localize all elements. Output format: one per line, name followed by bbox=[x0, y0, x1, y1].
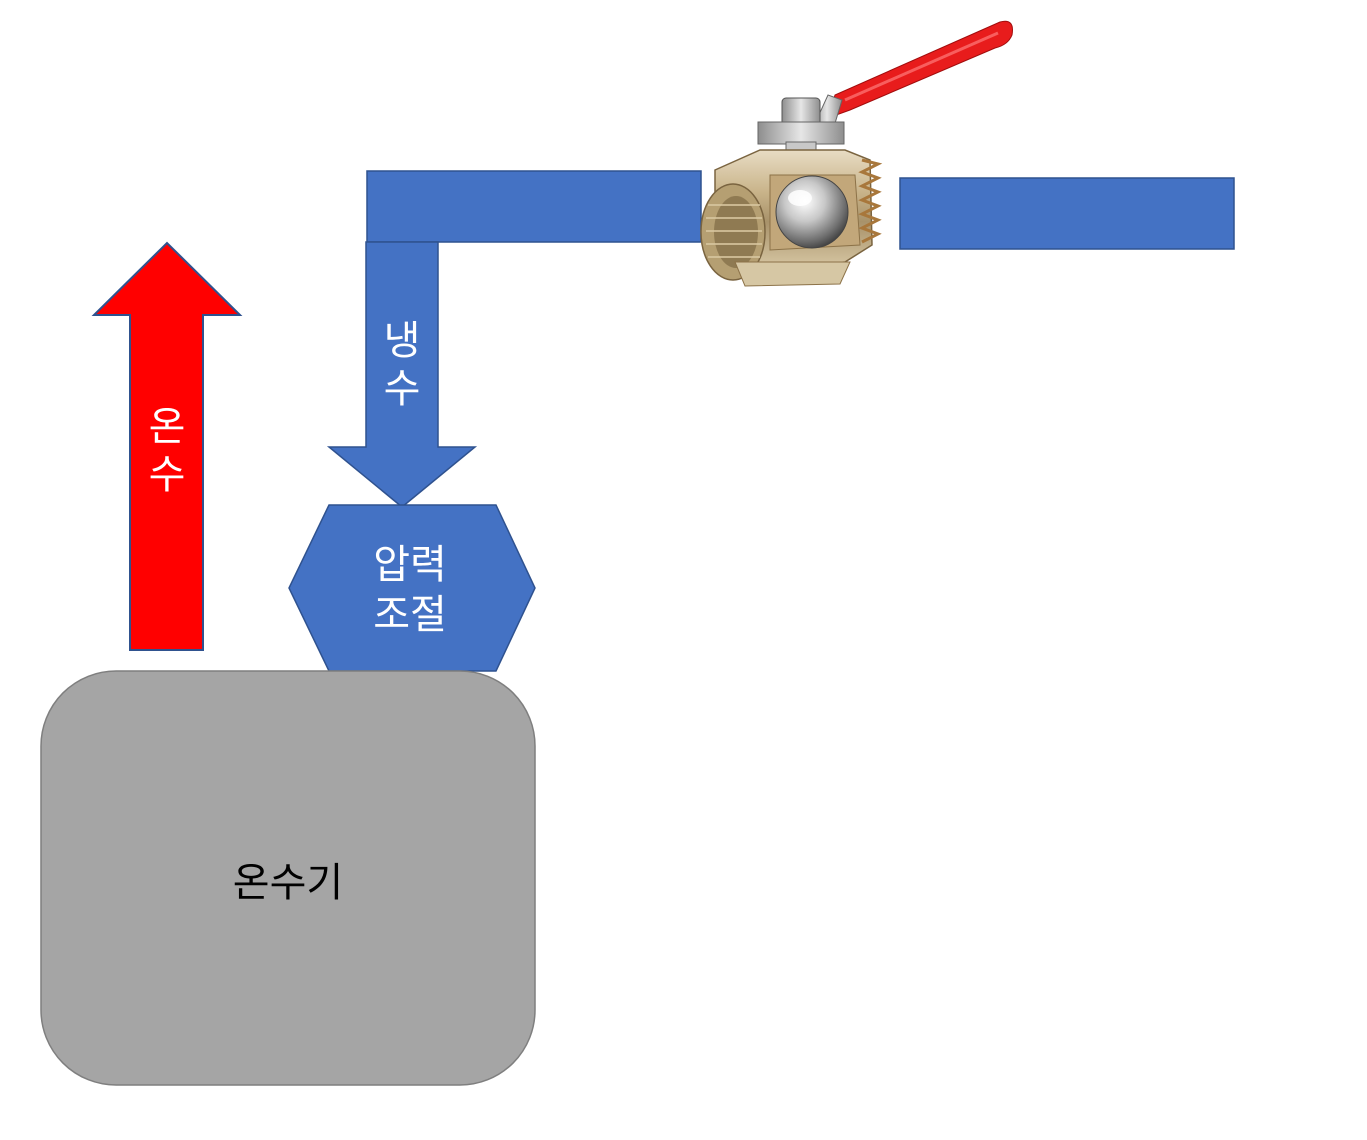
water-heater: 온수기 bbox=[40, 670, 536, 1086]
pressure-regulator-label-1: 압력 bbox=[373, 542, 447, 588]
hot-water-label-2: 수 bbox=[149, 452, 186, 498]
ball-valve-icon bbox=[700, 20, 1013, 287]
hot-water-arrow: 온 수 bbox=[91, 241, 243, 651]
outlet-pipe bbox=[899, 177, 1235, 250]
cold-water-pipe-horizontal bbox=[366, 170, 702, 243]
cold-water-label-1: 냉 bbox=[384, 318, 421, 364]
water-heater-label: 온수기 bbox=[233, 860, 343, 906]
cold-water-arrow: 냉 수 bbox=[326, 241, 478, 508]
pressure-regulator: 압력 조절 bbox=[288, 504, 536, 672]
pressure-regulator-label-2: 조절 bbox=[373, 592, 447, 638]
hot-water-label-1: 온 bbox=[149, 404, 186, 450]
cold-water-label-2: 수 bbox=[384, 366, 421, 412]
